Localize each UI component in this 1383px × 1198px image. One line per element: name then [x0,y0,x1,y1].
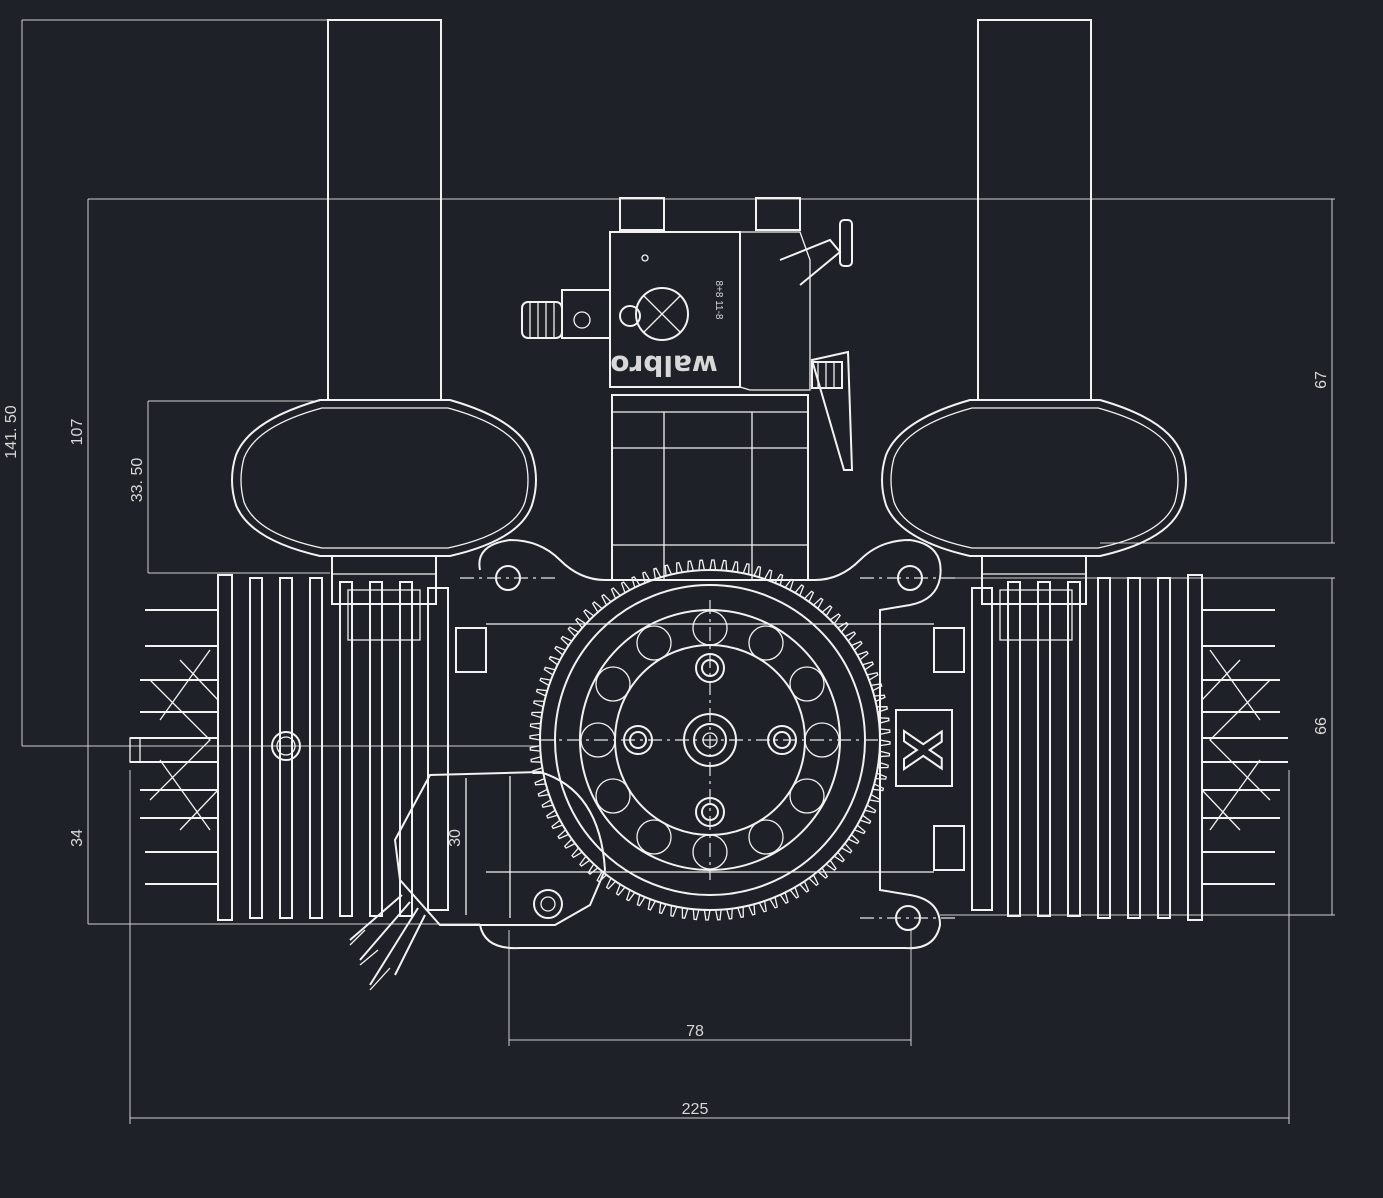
dim-top-to-crank: 107 [69,419,86,446]
carburetor-brand: walbro [610,349,717,382]
engine-logo: X [891,730,951,770]
flywheel-hole [636,819,672,855]
dim-overall-height: 141. 50 [3,405,20,458]
dim-mount-spacing: 78 [686,1023,704,1040]
flywheel-hole [636,625,672,661]
flywheel-hole [748,819,784,855]
flywheel-hole [595,666,631,702]
dim-lower-height: 34 [69,829,86,847]
carburetor-model: 8+8 11-8 [713,280,724,319]
intake-manifold [611,394,809,581]
carburetor: walbro 8+8 11-8 [521,197,854,471]
gear-teeth [529,559,891,921]
dim-inner-30: 30 [447,829,464,847]
flywheel-hole [789,778,825,814]
flywheel-hole [748,625,784,661]
dim-carb-height: 67 [1313,371,1330,389]
dim-overall-width: 225 [682,1101,709,1118]
flywheel [529,559,891,921]
cylinder-right [933,574,1288,921]
flywheel-hole [789,666,825,702]
dim-muffler-height: 33. 50 [129,458,146,503]
exhaust-right [881,19,1187,605]
dim-mount-height: 66 [1313,717,1330,735]
exhaust-left [231,19,537,605]
flywheel-hole [595,778,631,814]
cylinder-left [129,574,487,921]
ignition-module [349,770,607,991]
crankcase: X [460,538,960,950]
